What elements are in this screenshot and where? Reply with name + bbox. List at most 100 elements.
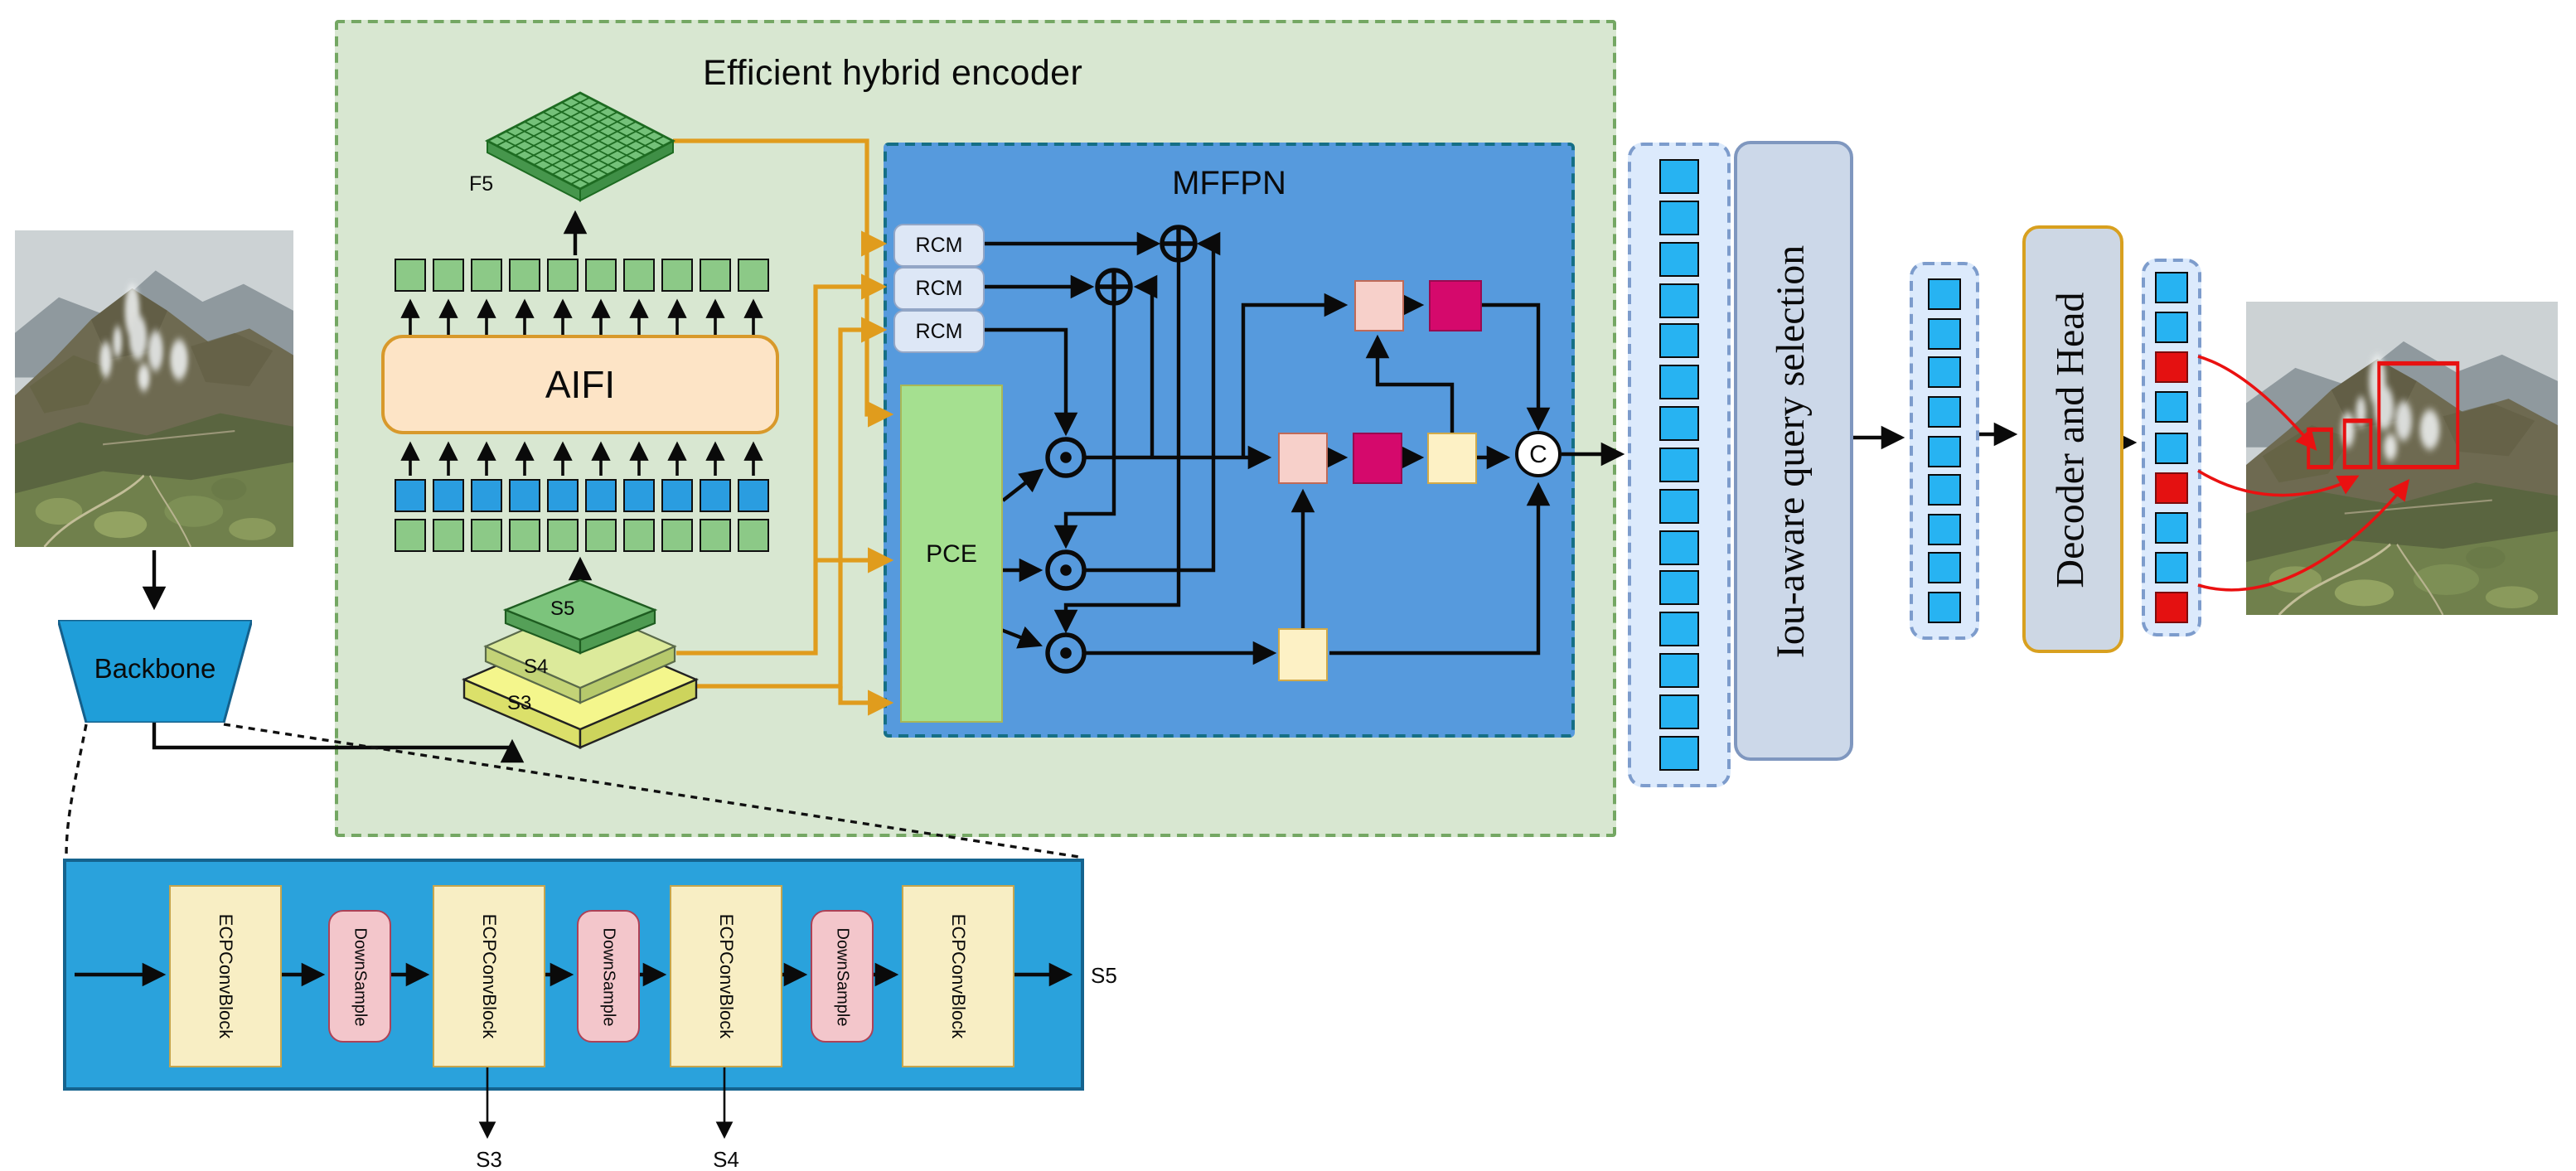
rcm-label: RCM <box>915 234 963 257</box>
token-blue <box>738 479 769 512</box>
query-token <box>1659 612 1699 647</box>
query-token <box>1659 653 1699 689</box>
token-row-output <box>395 259 769 292</box>
token-green <box>471 519 502 552</box>
output-query-column <box>2142 259 2201 636</box>
query-token <box>1659 406 1699 442</box>
downsample-block: DownSample <box>811 910 874 1043</box>
mffpn-title: MFFPN <box>1172 166 1286 202</box>
query-token <box>1659 323 1699 359</box>
token-green <box>661 259 693 292</box>
token-green <box>623 519 655 552</box>
token-green <box>738 259 769 292</box>
token-green <box>433 259 464 292</box>
token-green <box>700 519 731 552</box>
operator-nodes <box>1045 225 1198 674</box>
aifi-block: AIFI <box>381 335 779 434</box>
query-token <box>2155 511 2188 544</box>
token-green <box>433 519 464 552</box>
ecpconvblock: ECPConvBlock <box>902 885 1014 1067</box>
black-wires <box>75 210 2138 987</box>
rcm-label: RCM <box>915 320 963 343</box>
query-token <box>2155 551 2188 583</box>
query-token <box>1659 241 1699 277</box>
token-green <box>585 259 617 292</box>
f5-feature-grid <box>484 91 676 202</box>
query-token <box>2155 312 2188 344</box>
rcm-block-3: RCM <box>893 310 985 353</box>
query-token <box>1928 395 1961 428</box>
query-token <box>1659 365 1699 400</box>
query-token <box>1659 735 1699 771</box>
backbone-block <box>58 620 252 723</box>
token-blue <box>433 479 464 512</box>
query-token <box>2155 272 2188 303</box>
ecpconvblock: ECPConvBlock <box>433 885 545 1067</box>
token-blue <box>471 479 502 512</box>
token-blue <box>547 479 579 512</box>
fusion-pink-block-top <box>1354 280 1404 331</box>
query-token <box>1659 159 1699 194</box>
token-green <box>547 259 579 292</box>
multiply-node <box>1045 549 1087 591</box>
exploded-view-connectors <box>65 723 1080 859</box>
query-token <box>2155 391 2188 423</box>
fusion-yellow-block-bottom <box>1278 628 1328 681</box>
token-blue <box>700 479 731 512</box>
token-green <box>623 259 655 292</box>
token-green <box>661 519 693 552</box>
feature-pyramid <box>461 578 700 749</box>
token-row-features <box>395 479 769 512</box>
add-node <box>1095 268 1133 306</box>
query-token <box>1928 356 1961 389</box>
fusion-yellow-block-mid <box>1427 433 1477 484</box>
query-token <box>1928 278 1961 310</box>
encoder-memory-column <box>1628 143 1731 787</box>
downsample-block: DownSample <box>328 910 391 1043</box>
s3-label: S3 <box>507 691 532 714</box>
token-blue <box>585 479 617 512</box>
token-green <box>509 519 540 552</box>
query-token-detected <box>2155 592 2188 623</box>
f5-label: F5 <box>469 172 494 196</box>
query-token <box>1928 435 1961 467</box>
backbone-label: Backbone <box>94 655 216 685</box>
query-token <box>1928 552 1961 584</box>
token-green <box>547 519 579 552</box>
fusion-magenta-block-top <box>1429 280 1482 331</box>
query-token <box>1928 592 1961 623</box>
ecpconvblock: ECPConvBlock <box>670 885 782 1067</box>
rcm-block-1: RCM <box>893 224 985 267</box>
query-token <box>1659 200 1699 235</box>
multiply-node <box>1045 437 1087 478</box>
token-green <box>395 519 426 552</box>
rcm-block-2: RCM <box>893 267 985 310</box>
token-blue <box>509 479 540 512</box>
token-green <box>700 259 731 292</box>
aifi-label: AIFI <box>545 362 616 405</box>
rcm-label: RCM <box>915 277 963 300</box>
query-token <box>1659 530 1699 565</box>
pce-label: PCE <box>926 540 977 568</box>
query-token <box>1928 474 1961 506</box>
downsample-block: DownSample <box>577 910 640 1043</box>
fusion-pink-block-mid <box>1278 433 1328 484</box>
concat-node: C <box>1515 431 1562 477</box>
token-green <box>738 519 769 552</box>
query-token <box>1659 570 1699 606</box>
token-green <box>509 259 540 292</box>
pce-block: PCE <box>900 385 1003 723</box>
token-green <box>471 259 502 292</box>
token-green <box>395 259 426 292</box>
s3-output-label: S3 <box>476 1147 502 1171</box>
orange-feature-bus <box>673 138 894 716</box>
query-token <box>1659 488 1699 524</box>
query-token <box>1928 513 1961 545</box>
concat-label: C <box>1529 440 1547 468</box>
token-row-flattened <box>395 519 769 552</box>
s4-output-label: S4 <box>713 1147 739 1171</box>
decoder-head-block: Decoder and Head <box>2022 225 2123 653</box>
